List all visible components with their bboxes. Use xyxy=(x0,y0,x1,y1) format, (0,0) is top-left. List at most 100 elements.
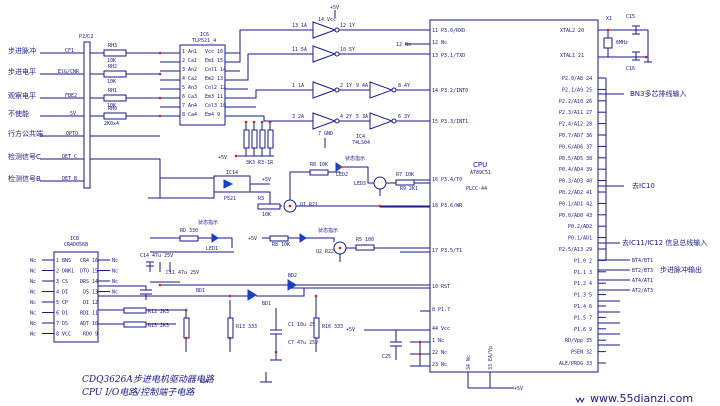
ic8-right-pin: DTO 15 xyxy=(80,269,98,275)
crystal-wires xyxy=(598,25,652,63)
r-led-resistor xyxy=(395,179,415,186)
cpu-right-pin-label: P0.7/AD7 36 xyxy=(559,133,592,139)
output-1: BT2/BT3 xyxy=(632,268,653,274)
ic14-wires xyxy=(148,177,282,207)
r-lower-2 xyxy=(227,317,234,339)
output-2: AT4/AT1 xyxy=(632,278,653,284)
ic6-right-pins: Vcc 16 Em1 15 Col1 14 Em2 13 Col2 12 Em3… xyxy=(205,49,226,118)
crystal-cap1: C15 xyxy=(626,14,635,20)
cpu-right-pin-label: P1.3 5 xyxy=(574,293,592,299)
cpu-l8: 10 RST xyxy=(432,284,450,290)
cpu-right-pin-label: P2.5/A13 29 xyxy=(559,247,592,253)
ic8-right-pin: RDO 9 xyxy=(83,332,98,338)
junction-dot xyxy=(418,340,422,344)
status-led-row: 状态指示 RD 330 LED1 +5V R8 10K 状态指示 Q2 R22 … xyxy=(150,219,430,262)
cpu-l12: 22 Nc xyxy=(432,350,447,356)
cpu-right-pin-label: P1.2 4 xyxy=(574,281,592,287)
ic8-left-nc: Nc xyxy=(30,300,36,306)
output-wires xyxy=(598,259,630,346)
resistor-rh3 xyxy=(103,49,127,57)
r-led4 xyxy=(269,235,289,242)
ic8-right-nc: Nc xyxy=(112,258,118,264)
gate3-out: 4 2Y xyxy=(340,114,352,120)
crystal-value: 6MHz xyxy=(616,40,628,46)
ic14-led xyxy=(223,179,234,189)
caption-line-2: CPU I/O电路/控制端子电路 xyxy=(82,387,195,398)
junction-dot xyxy=(158,96,162,100)
ic6-pin-r1: Em1 15 xyxy=(205,58,223,64)
r16-label: R16 333 xyxy=(322,324,343,330)
watermark: www.55dianzi.com xyxy=(575,392,693,405)
gate0-out: 12 1Y xyxy=(340,23,355,29)
ic8-left-pin: 8 VCC xyxy=(56,332,71,338)
gate-2b-bubble xyxy=(391,87,397,93)
conn-pin-3: 5V xyxy=(70,111,76,117)
ic6-body xyxy=(179,44,226,126)
gate-2b xyxy=(369,81,394,99)
crystal-cap2: C16 xyxy=(626,66,635,72)
c25-cap xyxy=(390,330,402,360)
cpu-rt1: XTAL1 21 xyxy=(560,53,584,59)
gate-ic-part: 74LS04 xyxy=(352,140,370,146)
ic8-right-pin: ADT 10 xyxy=(80,321,98,327)
bd1-name: BD1 xyxy=(262,301,271,307)
supply-label-4: +5V xyxy=(346,327,355,333)
gate2-in: 1 1A xyxy=(292,83,304,89)
bus-note-0: BN3多芯排线输入 xyxy=(630,89,687,98)
r13-resistor xyxy=(123,321,147,328)
cpu-l0: 11 P3.0/RXD xyxy=(432,28,465,34)
ic6-left-pins: 1 An1 2 Ca1 3 An2 4 Ca2 5 An3 6 Ca3 7 An… xyxy=(182,49,197,118)
gate2-in2: 9 4A xyxy=(356,83,368,89)
r-q2 xyxy=(355,244,375,251)
ic8-right-pin: DS 13 xyxy=(83,290,98,296)
ic6-pin-l4: 5 An3 xyxy=(182,85,197,91)
conn-label-1: 步进电平 xyxy=(8,67,36,76)
bd1-diode xyxy=(247,289,257,301)
cpu-part: AT89C51 xyxy=(470,170,491,176)
led3-name: LED3 xyxy=(354,181,366,187)
caption-block: CDQ3626A步进电机驱动器电路 CPU I/O电路/控制端子电路 xyxy=(82,374,215,398)
cpu-l11: 1 Nc xyxy=(432,338,444,344)
conn-pin-1: ElG/CNR xyxy=(58,69,80,75)
r-q2-label: R5 100 xyxy=(356,237,374,243)
gate3-out2: 6 3Y xyxy=(398,114,410,120)
pullup-label: 3K3 xyxy=(246,160,255,166)
cpu-b1: 33 EA/Vp xyxy=(488,346,494,370)
opto-common-wire xyxy=(90,135,161,199)
conn-label-6: 检测信号B xyxy=(8,174,41,183)
ic6-pin-l0: 1 An1 xyxy=(182,49,197,55)
ic8-left-pin: 6 D1 xyxy=(56,311,68,317)
bus-wires xyxy=(598,93,624,271)
gate-3b-bubble xyxy=(391,118,397,124)
q1-wires xyxy=(289,171,430,207)
cpu-l2: 13 P3.1/TXD xyxy=(432,53,465,59)
led4-status: 状态指示 xyxy=(318,227,338,234)
r12-resistor xyxy=(123,307,147,314)
supply-label-1: +5V xyxy=(218,155,227,161)
gate-2 xyxy=(312,81,337,99)
q1-label: Q1 R21 xyxy=(300,202,318,208)
ic6-pin-r2: Col1 14 xyxy=(205,67,226,73)
conn-label-5: 检测信号C xyxy=(8,152,41,161)
junction-dot xyxy=(260,120,264,124)
bus-note-2: 去IC11/IC12 信息总线输入 xyxy=(622,238,707,247)
r8-resistor xyxy=(309,169,329,176)
r-led1-label: RD 330 xyxy=(180,228,198,234)
cpu-b0: 34 Nc xyxy=(466,355,472,370)
junction-dot xyxy=(184,336,188,340)
gate-1 xyxy=(312,45,337,63)
rh0-label: RH0 xyxy=(108,106,117,112)
c25-label: C25 xyxy=(382,354,391,360)
conn-label-0: 步进脉冲 xyxy=(8,46,36,55)
ic6-pin-l7: 8 Ca4 xyxy=(182,112,197,118)
ic8-left-pin: 4 DI xyxy=(56,290,68,296)
cpu-right-pin-label: P1.4 6 xyxy=(574,304,592,310)
junction-dot xyxy=(268,120,272,124)
junction-dot xyxy=(158,114,162,118)
ic8-left-nc: Nc xyxy=(30,321,36,327)
connector-leads xyxy=(40,52,84,182)
conn-label-3: 不使能 xyxy=(8,109,29,118)
junction-dot xyxy=(338,246,342,250)
ic8-right-pin: DI 12 xyxy=(83,300,98,306)
gate3-in2: 5 3A xyxy=(356,114,368,120)
